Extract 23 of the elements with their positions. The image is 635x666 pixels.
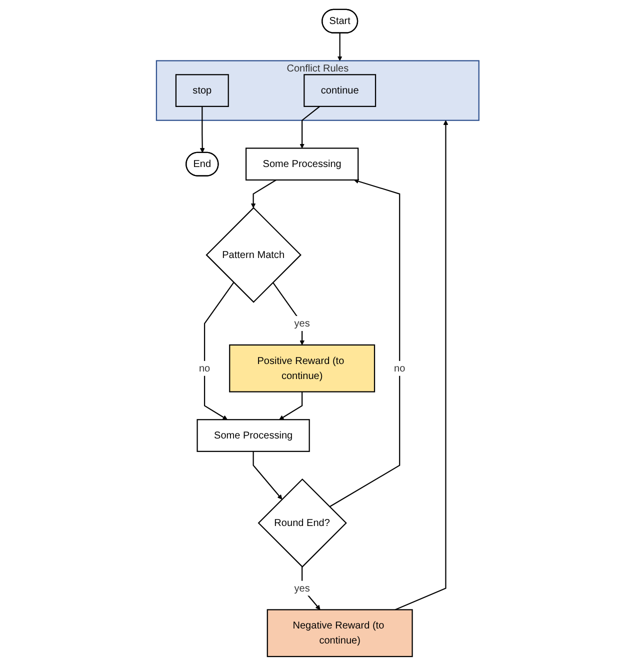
arrow [272,282,304,346]
node-box: continue [303,74,376,107]
node-diamond: Round End? [258,478,347,568]
arrow [250,180,276,208]
node-box: Negative Reward (to continue) [266,609,413,658]
edge-label: yes [294,318,310,329]
arrow [204,282,234,420]
arrow [394,120,448,610]
edge-label: yes [294,582,310,594]
node-box: Positive Reward (to continue) [228,344,375,392]
edge-label: no [198,362,210,374]
arrow [200,106,205,153]
arrow [329,178,400,508]
node-box: Some Processing [196,419,310,452]
arrow [299,106,320,148]
arrow [278,392,302,420]
node-box: Some Processing [245,148,358,181]
node-diamond: Pattern Match [206,207,302,303]
edge-label: no [394,362,405,374]
arrow [301,566,320,610]
arrow [252,451,282,500]
node-box: stop [175,74,229,107]
arrow [337,32,342,61]
